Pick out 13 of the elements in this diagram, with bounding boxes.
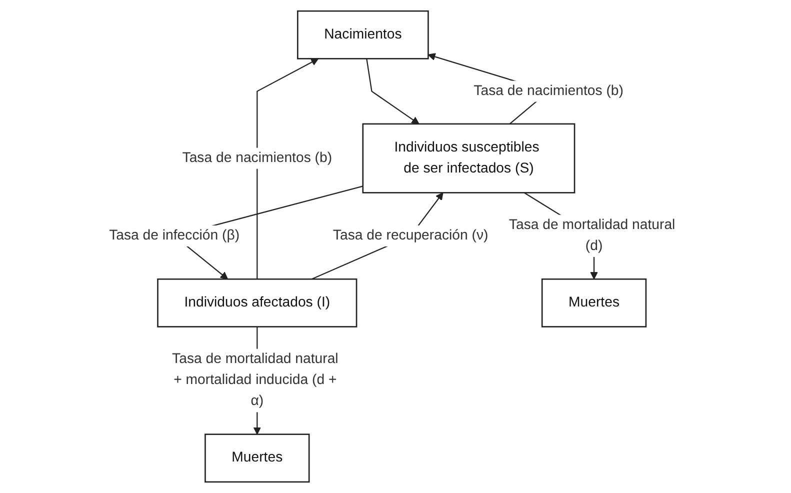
node-box: Individuos susceptibles de ser infectados (S): [362, 123, 576, 194]
node-box: Muertes: [541, 278, 646, 328]
edge-label: Tasa de mortalidad natural (d): [508, 217, 676, 254]
arrow: [256, 58, 319, 280]
node-box: Muertes: [204, 434, 310, 483]
edge-label: Tasa de nacimientos (b): [182, 150, 332, 166]
edge-label: Tasa de nacimientos (b): [474, 83, 624, 98]
edge-label: Tasa de infección (β): [108, 228, 240, 243]
node-box: Nacimientos: [296, 10, 429, 60]
edge-label: Tasa de mortalidad natural + mortalidad inducida (d + α): [172, 351, 338, 409]
arrow: [366, 58, 420, 124]
node-box: Individuos afectados (I): [156, 278, 358, 328]
edge-label: Tasa de recuperación (ν): [332, 228, 488, 243]
